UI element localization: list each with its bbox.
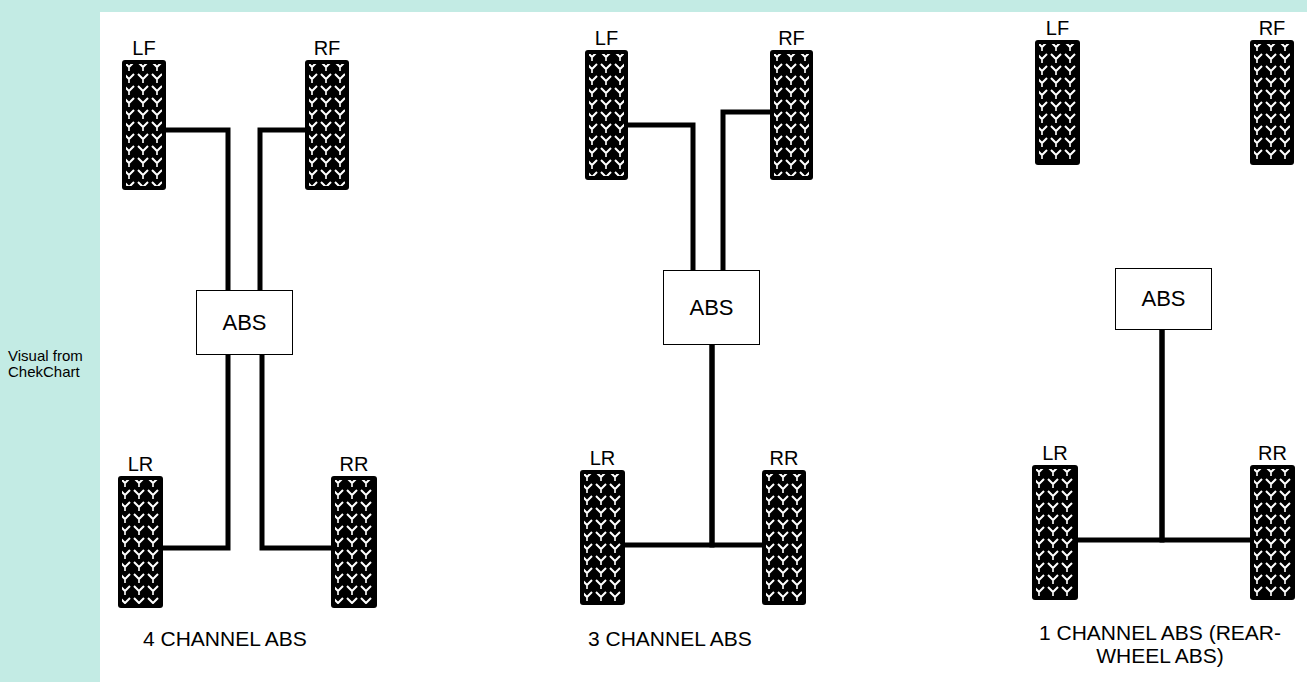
wheel-label: LR — [560, 446, 645, 470]
abs-label: ABS — [214, 306, 274, 340]
tire-shape — [118, 476, 163, 608]
wheel-label: LR — [98, 452, 183, 476]
tire-graphic — [770, 50, 813, 180]
wheel-node: LF — [1015, 16, 1100, 165]
tire-graphic — [1250, 40, 1294, 165]
tire-shape — [1032, 465, 1078, 600]
wheel-node: LR — [560, 446, 645, 605]
wheel-label: RF — [285, 36, 369, 60]
brake-line — [628, 125, 693, 270]
wheel-node: RF — [1230, 16, 1307, 165]
abs-unit-box: ABS — [1115, 268, 1212, 330]
tire-graphic — [585, 50, 628, 180]
brake-line — [260, 130, 305, 290]
tire-shape — [770, 50, 813, 180]
brake-line — [1078, 330, 1162, 540]
abs-label: ABS — [1133, 282, 1193, 316]
brake-line — [723, 112, 770, 270]
brake-line — [262, 355, 331, 548]
tire-graphic — [331, 476, 377, 608]
brake-line — [1162, 330, 1250, 540]
diagram-caption: 4 CHANNEL ABS — [143, 628, 383, 651]
tire-shape — [1250, 465, 1295, 600]
tire-shape — [762, 470, 806, 605]
abs-label: ABS — [681, 291, 741, 325]
abs-unit-box: ABS — [196, 290, 293, 355]
credit-note: Visual from ChekChart — [8, 348, 98, 380]
brake-line — [163, 355, 228, 548]
wheel-label: LF — [565, 26, 648, 50]
brake-line — [712, 345, 762, 545]
wheel-node: RF — [285, 36, 369, 190]
brake-line — [166, 130, 228, 290]
abs-unit-box: ABS — [663, 270, 760, 345]
wheel-node: LR — [1012, 441, 1098, 600]
tire-graphic — [1032, 465, 1078, 600]
wheel-label: LF — [1015, 16, 1100, 40]
wheel-label: LR — [1012, 441, 1098, 465]
wheel-node: RR — [742, 446, 826, 605]
tire-graphic — [118, 476, 163, 608]
tire-shape — [580, 470, 625, 605]
wheel-label: RR — [311, 452, 397, 476]
diagram-caption: 1 CHANNEL ABS (REAR-WHEEL ABS) — [1025, 622, 1295, 667]
tire-shape — [331, 476, 377, 608]
tire-shape — [305, 60, 349, 190]
wheel-node: LR — [98, 452, 183, 608]
diagram-caption: 3 CHANNEL ABS — [588, 628, 828, 651]
tire-shape — [122, 60, 166, 190]
tire-shape — [585, 50, 628, 180]
wheel-node: RR — [311, 452, 397, 608]
tire-shape — [1250, 40, 1294, 165]
wheel-node: RF — [750, 26, 833, 180]
tire-graphic — [1035, 40, 1080, 165]
wheel-label: RR — [1230, 441, 1307, 465]
tire-graphic — [762, 470, 806, 605]
wheel-label: RF — [1230, 16, 1307, 40]
wheel-node: LF — [565, 26, 648, 180]
wheel-label: RR — [742, 446, 826, 470]
wheel-node: RR — [1230, 441, 1307, 600]
tire-shape — [1035, 40, 1080, 165]
tire-graphic — [580, 470, 625, 605]
wheel-label: LF — [102, 36, 186, 60]
brake-line — [625, 345, 712, 545]
wheel-label: RF — [750, 26, 833, 50]
wheel-node: LF — [102, 36, 186, 190]
tire-graphic — [1250, 465, 1295, 600]
tire-graphic — [305, 60, 349, 190]
tire-graphic — [122, 60, 166, 190]
